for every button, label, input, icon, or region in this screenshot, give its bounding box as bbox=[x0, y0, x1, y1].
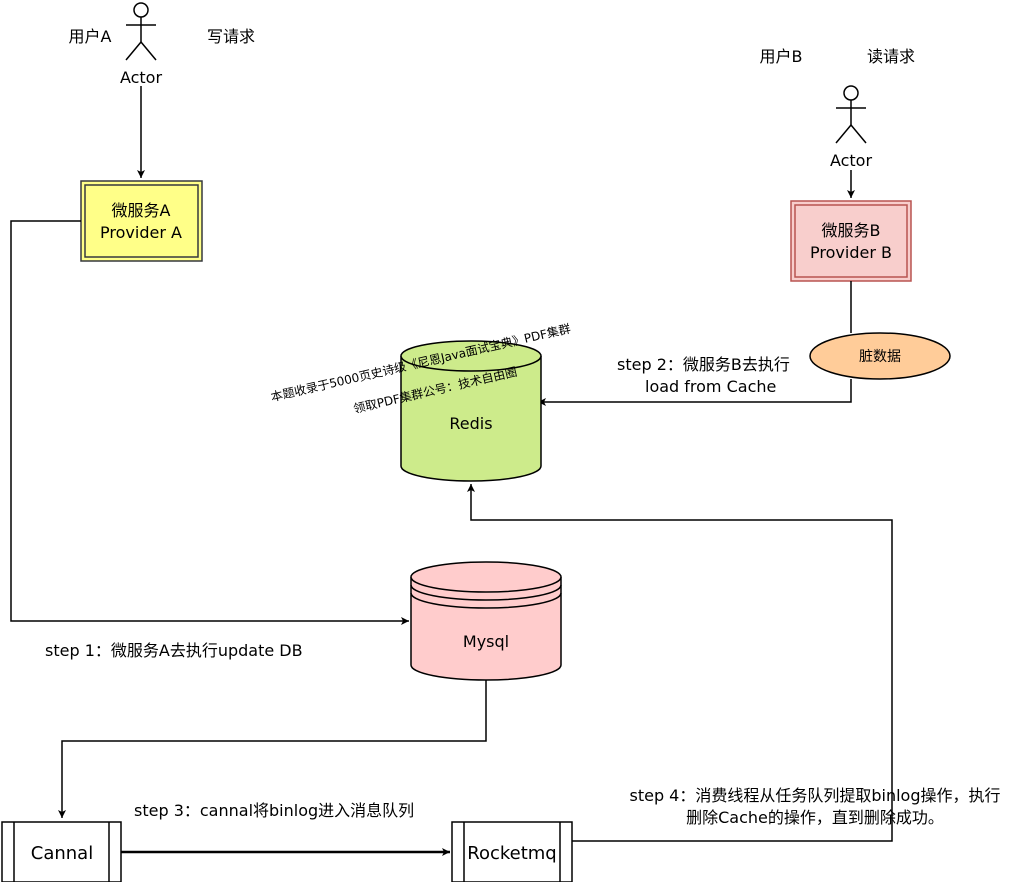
step3-label: step 3：cannal将binlog进入消息队列 bbox=[134, 801, 414, 820]
dirty-data-label: 脏数据 bbox=[859, 349, 901, 365]
arrow-mysql-to-cannal bbox=[58, 680, 487, 818]
actor-a-label: Actor bbox=[120, 68, 163, 87]
mysql-cylinder bbox=[410, 561, 562, 681]
service-a-line1: 微服务A bbox=[112, 201, 171, 220]
arrow-rocketmq-to-redis bbox=[467, 484, 893, 842]
read-request-label: 读请求 bbox=[867, 47, 915, 66]
service-b-line2: Provider B bbox=[810, 243, 892, 262]
step4-line1: step 4：消费线程从任务队列提取binlog操作，执行 bbox=[629, 786, 1000, 805]
rocketmq-box bbox=[451, 821, 573, 882]
service-a-line2: Provider A bbox=[100, 223, 182, 242]
user-b-name: 用户B bbox=[760, 47, 803, 66]
service-b-box bbox=[790, 200, 912, 282]
cannal-label: Cannal bbox=[31, 843, 93, 864]
actor-b bbox=[835, 85, 867, 144]
actor-a bbox=[125, 2, 157, 61]
step4-line2: 删除Cache的操作，直到删除成功。 bbox=[686, 808, 944, 827]
user-a-name: 用户A bbox=[69, 27, 112, 46]
write-request-label: 写请求 bbox=[207, 27, 255, 46]
arrow-dirty-to-redis bbox=[538, 379, 852, 406]
rocketmq-label: Rocketmq bbox=[467, 843, 556, 864]
step2-line2: load from Cache bbox=[645, 377, 776, 396]
actor-b-label: Actor bbox=[830, 151, 873, 170]
arrow-service-a-to-mysql bbox=[10, 220, 409, 625]
step1-label: step 1：微服务A去执行update DB bbox=[45, 641, 303, 660]
redis-label: Redis bbox=[449, 414, 492, 433]
redis-cylinder bbox=[400, 340, 542, 482]
mysql-label: Mysql bbox=[463, 632, 509, 651]
service-a-box bbox=[80, 180, 203, 262]
dirty-data-ellipse bbox=[809, 332, 951, 380]
service-b-line1: 微服务B bbox=[822, 221, 881, 240]
step2-line1: step 2：微服务B去执行 bbox=[617, 355, 790, 374]
